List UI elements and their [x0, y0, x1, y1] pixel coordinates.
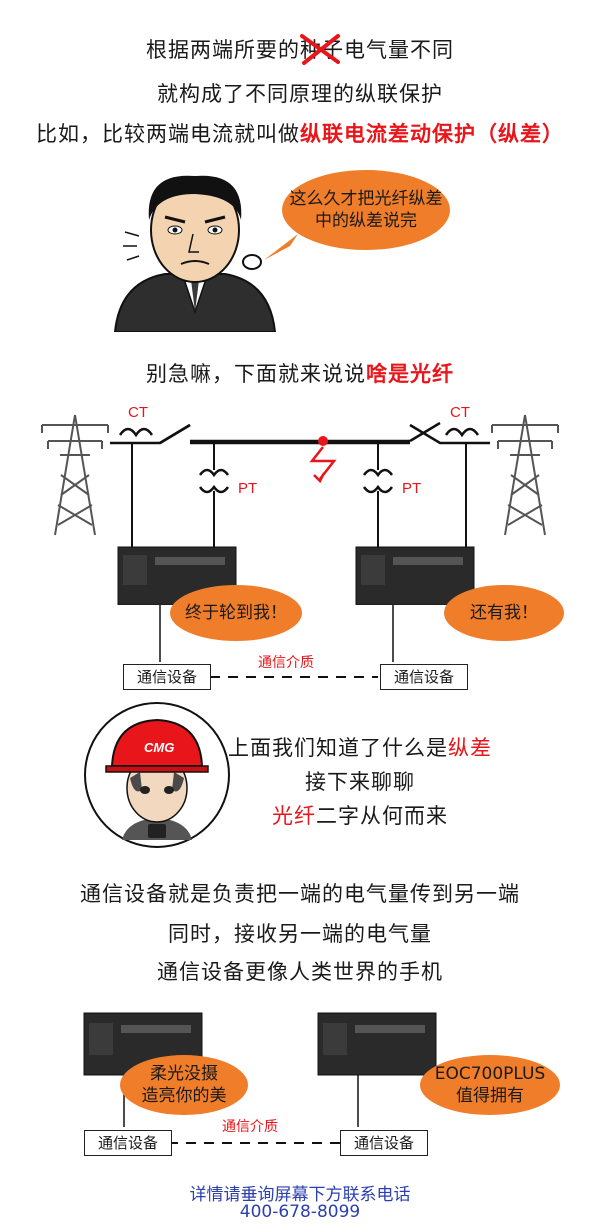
- struck-word: 种子: [300, 34, 344, 65]
- comm-device-box-right: 通信设备: [380, 664, 468, 690]
- right-device-bubble: 还有我！: [444, 585, 564, 641]
- left-device-bubble: 终于轮到我！: [170, 585, 302, 641]
- comm-device-box-left: 通信设备: [123, 664, 211, 690]
- mid-line: 别急嘛，下面就来说说啥是光纤: [0, 360, 600, 388]
- footer-contact-line: 详情请垂询屏幕下方联系电话: [189, 1185, 411, 1205]
- bubble-text: 终于轮到我！: [185, 603, 287, 623]
- intro-text: 根据两端所要的: [146, 38, 300, 62]
- worker-illustration: CMG: [84, 702, 230, 848]
- right-protection-device-2: [317, 1012, 437, 1076]
- pt-right-label: PT: [402, 480, 421, 497]
- intro-line-1: 根据两端所要的种子电气量不同: [0, 34, 600, 65]
- bubble-text: 柔光没摄: [150, 1064, 218, 1084]
- ct-right-label: CT: [450, 404, 470, 421]
- bubble-text: EOC700PLUS: [434, 1064, 546, 1084]
- worker-line-2: 接下来聊聊: [305, 770, 415, 794]
- left-tower-icon: [41, 414, 109, 536]
- bubble-text: 造亮你的美: [141, 1086, 227, 1106]
- comm-device-box-right-2: 通信设备: [340, 1130, 428, 1156]
- ct-left-coil-icon: [118, 427, 154, 438]
- intro-line-2: 就构成了不同原理的纵联保护: [157, 82, 443, 106]
- worker-line-1: 上面我们知道了什么是纵差: [120, 734, 600, 762]
- red-cross-icon: [300, 34, 340, 65]
- highlight-text: 纵联电流差动保护（纵差）: [300, 122, 564, 146]
- highlight-text: 纵差: [448, 736, 492, 760]
- mid-text: 别急嘛，下面就来说说: [146, 362, 366, 386]
- comm-device-box-left-2: 通信设备: [84, 1130, 172, 1156]
- pt-left-coil-icon: [198, 468, 230, 494]
- highlight-text: 啥是光纤: [366, 362, 454, 386]
- pt-left-label: PT: [238, 480, 257, 497]
- intro-text: 比如，比较两端电流就叫做: [36, 122, 300, 146]
- right-device-bubble-2: EOC700PLUS 值得拥有: [420, 1055, 560, 1115]
- comm-medium-label-2: 通信介质: [222, 1119, 278, 1135]
- worker-text: 二字从何而来: [316, 804, 448, 828]
- lightning-icon: [309, 446, 337, 480]
- businessman-illustration: [113, 175, 277, 332]
- worker-text: 上面我们知道了什么是: [228, 736, 448, 760]
- bubble-text: 中的纵差说完: [315, 211, 417, 231]
- man-speech-bubble: 这么久才把光纤纵差 中的纵差说完: [282, 170, 450, 250]
- intro-text: 电气量不同: [344, 38, 454, 62]
- comm-medium-label: 通信介质: [258, 655, 314, 671]
- fault-point-icon: [318, 436, 328, 446]
- right-tower-icon: [491, 414, 559, 536]
- explain-line-3: 通信设备更像人类世界的手机: [157, 960, 443, 984]
- explain-line-1: 通信设备就是负责把一端的电气量传到另一端: [80, 882, 520, 906]
- left-device-bubble-2: 柔光没摄 造亮你的美: [120, 1055, 248, 1115]
- bubble-tail: [264, 234, 298, 260]
- pt-right-coil-icon: [362, 468, 394, 494]
- bubble-text: 这么久才把光纤纵差: [289, 189, 443, 209]
- intro-line-3: 比如，比较两端电流就叫做纵联电流差动保护（纵差）: [0, 120, 600, 148]
- footer-phone[interactable]: 400-678-8099: [239, 1202, 361, 1222]
- explain-line-2: 同时，接收另一端的电气量: [168, 922, 432, 946]
- power-line-diagram: CT CT PT PT: [41, 404, 559, 605]
- ct-right-coil-icon: [444, 427, 480, 438]
- helmet-logo: CMG: [144, 740, 174, 755]
- bubble-text: 还有我！: [470, 603, 538, 623]
- right-protection-device: [355, 546, 475, 605]
- bubble-text: 值得拥有: [456, 1086, 524, 1106]
- ct-left-label: CT: [128, 404, 148, 421]
- highlight-text: 光纤: [272, 804, 316, 828]
- worker-line-3: 光纤二字从何而来: [120, 802, 600, 830]
- comm-links-1: [159, 605, 394, 678]
